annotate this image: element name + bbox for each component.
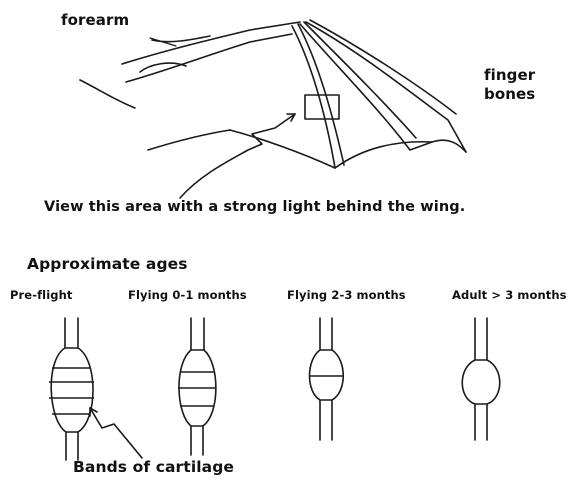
finger-bones-label: finger bones [484,66,535,104]
view-area-arrow [180,114,295,198]
stage-flying-2-3-bone [310,318,344,440]
finger-bones-drawing [292,20,466,168]
bands-pointer [90,408,142,458]
stage-label-flying-0-1: Flying 0-1 months [128,288,247,302]
forearm-label: forearm [61,11,129,29]
ages-title: Approximate ages [27,255,188,273]
stage-adult-bone [462,318,500,440]
stage-pre-flight-bone [49,318,94,460]
finger-bones-label-line1: finger [484,66,535,85]
instruction-text: View this area with a strong light behin… [44,199,465,215]
stage-label-pre-flight: Pre-flight [10,288,72,302]
wing-membrane [80,80,466,168]
stage-flying-0-1-bone [178,318,216,455]
finger-bones-label-line2: bones [484,85,535,104]
forearm-drawing [122,22,300,82]
bands-of-cartilage-label: Bands of cartilage [73,458,234,476]
stage-label-flying-2-3: Flying 2-3 months [287,288,406,302]
stage-label-adult: Adult > 3 months [452,288,567,302]
